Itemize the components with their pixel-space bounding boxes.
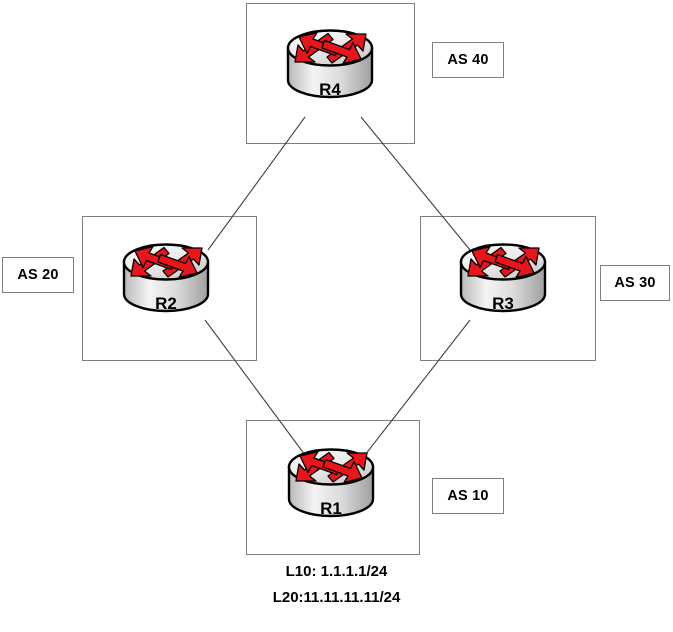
router-icon — [122, 243, 210, 313]
loopback-line-2: L20:11.11.11.11/24 — [272, 589, 401, 606]
router-node-r1[interactable]: R1 — [283, 437, 379, 539]
router-node-r3[interactable]: R3 — [455, 232, 551, 334]
loopback-line-1: L10: 1.1.1.1/24 — [285, 563, 388, 580]
as-label-as10: AS 10 — [432, 478, 504, 514]
as-label-as30: AS 30 — [600, 265, 670, 301]
router-icon — [459, 243, 547, 313]
router-node-r2[interactable]: R2 — [118, 232, 214, 334]
router-icon — [286, 29, 374, 99]
router-node-r4[interactable]: R4 — [282, 18, 378, 120]
as-zone-r4 — [246, 3, 415, 144]
as-label-as40: AS 40 — [432, 42, 504, 78]
as-zone-r1 — [246, 420, 420, 555]
as-zone-r3 — [420, 216, 596, 361]
router-icon — [287, 448, 375, 518]
as-zone-r2 — [82, 216, 257, 361]
as-label-as20: AS 20 — [2, 257, 74, 293]
